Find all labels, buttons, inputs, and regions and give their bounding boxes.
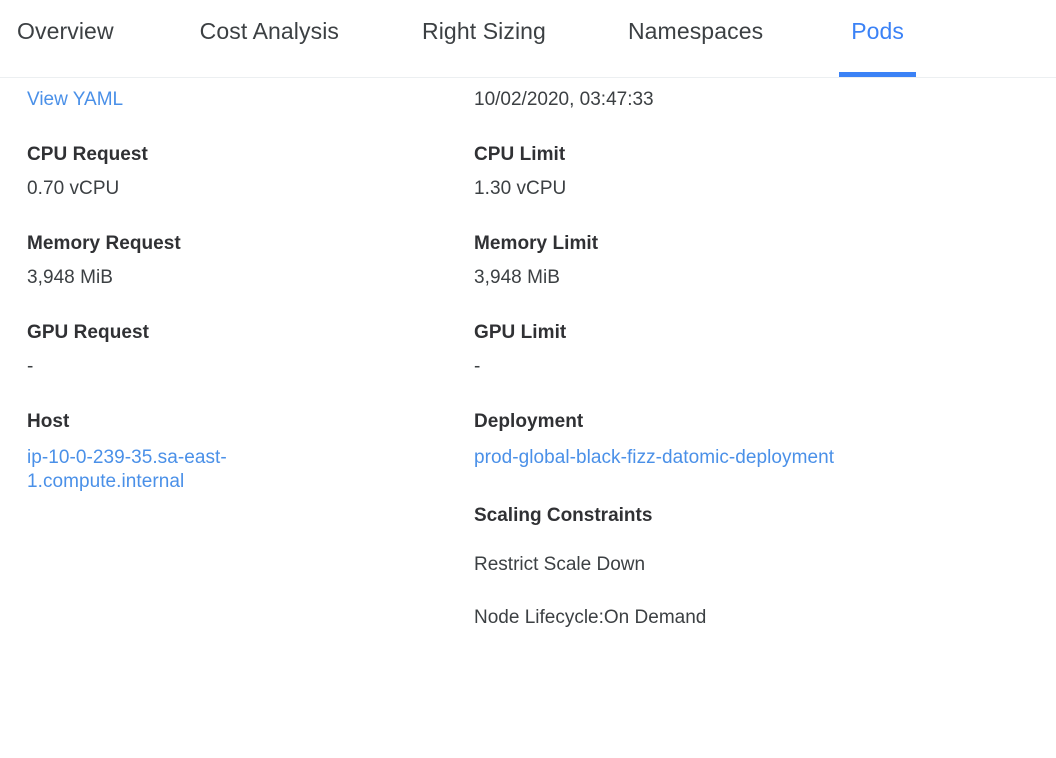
tab-cost-analysis-label: Cost Analysis <box>199 18 340 44</box>
tab-cost-analysis[interactable]: Cost Analysis <box>200 0 339 77</box>
field-cpu-limit-value: 1.30 vCPU <box>474 178 567 199</box>
field-gpu-limit-label: GPU Limit <box>474 322 567 343</box>
field-cpu-request-label: CPU Request <box>27 144 148 165</box>
field-memory-request-label: Memory Request <box>27 233 181 254</box>
field-memory-request-value: 3,948 MiB <box>27 267 113 288</box>
scaling-constraint-restrict-scale-down: Restrict Scale Down <box>474 554 646 576</box>
pod-detail-panel: View YAML CPU Request 0.70 vCPU Memory R… <box>0 78 1056 661</box>
field-memory-limit-value: 3,948 MiB <box>474 267 560 288</box>
tab-pods[interactable]: Pods <box>839 0 917 77</box>
field-memory-request: Memory Request 3,948 MiB <box>27 234 466 287</box>
field-cpu-limit-label: CPU Limit <box>474 144 566 165</box>
field-host-label: Host <box>27 411 70 432</box>
field-deployment-label: Deployment <box>474 411 584 432</box>
field-host: Host ip-10-0-239-35.sa-east-1.compute.in… <box>27 412 466 495</box>
field-deployment-value-link[interactable]: prod-global-black-fizz-datomic-deploymen… <box>474 447 835 468</box>
field-memory-limit: Memory Limit 3,948 MiB <box>474 234 1056 287</box>
tab-overview-label: Overview <box>17 18 114 44</box>
detail-column-right: 10/02/2020, 03:47:33 CPU Limit 1.30 vCPU… <box>466 78 1056 661</box>
tab-right-sizing[interactable]: Right Sizing <box>422 0 546 77</box>
field-cpu-request-value: 0.70 vCPU <box>27 178 120 199</box>
field-gpu-limit: GPU Limit - <box>474 323 1056 376</box>
field-memory-limit-label: Memory Limit <box>474 233 599 254</box>
scaling-constraint-node-lifecycle: Node Lifecycle:On Demand <box>474 607 707 629</box>
pod-timestamp: 10/02/2020, 03:47:33 <box>474 89 654 110</box>
tab-list: Overview Cost Analysis Right Sizing Name… <box>0 0 1056 77</box>
field-cpu-limit: CPU Limit 1.30 vCPU <box>474 145 1056 198</box>
tab-active-underline <box>839 72 917 77</box>
field-gpu-request-value: - <box>27 356 34 377</box>
field-host-value-link[interactable]: ip-10-0-239-35.sa-east-1.compute.interna… <box>27 447 227 493</box>
tab-right-sizing-label: Right Sizing <box>422 18 546 44</box>
detail-column-left: View YAML CPU Request 0.70 vCPU Memory R… <box>0 78 466 661</box>
field-gpu-limit-value: - <box>474 356 481 377</box>
view-yaml-link[interactable]: View YAML <box>27 89 124 110</box>
field-deployment: Deployment prod-global-black-fizz-datomi… <box>474 412 1056 470</box>
field-gpu-request: GPU Request - <box>27 323 466 376</box>
tab-bar: Overview Cost Analysis Right Sizing Name… <box>0 0 1056 78</box>
scaling-constraints-heading: Scaling Constraints <box>474 505 653 527</box>
field-gpu-request-label: GPU Request <box>27 322 149 343</box>
field-cpu-request: CPU Request 0.70 vCPU <box>27 145 466 198</box>
tab-overview[interactable]: Overview <box>17 0 114 77</box>
tab-pods-label: Pods <box>851 18 905 44</box>
tab-namespaces-label: Namespaces <box>627 18 764 44</box>
tab-namespaces[interactable]: Namespaces <box>628 0 763 77</box>
scaling-constraints-section: Scaling Constraints Restrict Scale Down … <box>474 506 1056 627</box>
view-yaml-row: View YAML <box>27 90 466 109</box>
